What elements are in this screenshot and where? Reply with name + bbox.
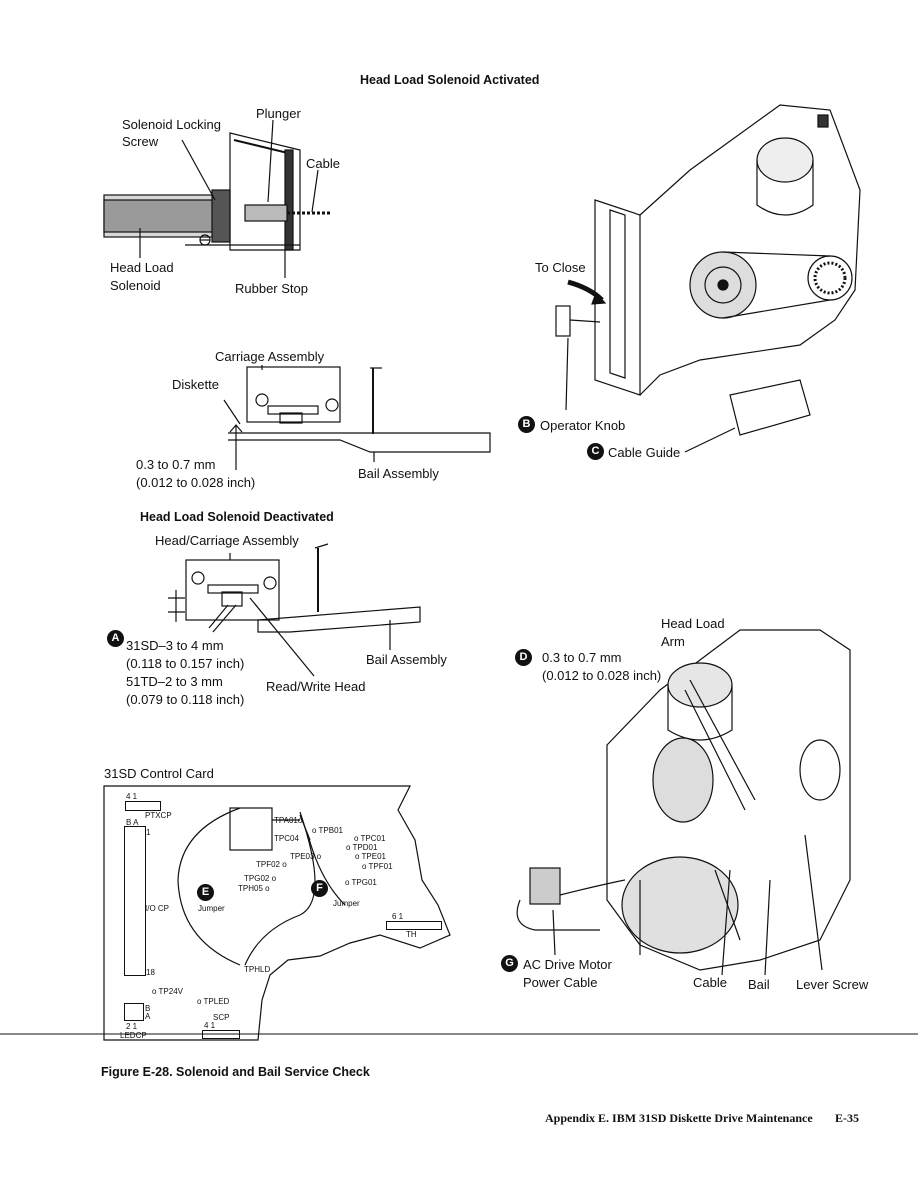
io-cp-connector	[124, 826, 146, 976]
label-bail: Bail	[748, 977, 770, 992]
spec-31sd: 31SD–3 to 4 mm	[126, 638, 224, 653]
page-number: E-35	[835, 1111, 859, 1125]
figure-caption: Figure E-28. Solenoid and Bail Service C…	[101, 1065, 370, 1079]
label-ptxcp: PTXCP	[145, 811, 172, 820]
page-title: Head Load Solenoid Activated	[360, 73, 540, 87]
th-pins: 6 1	[392, 912, 404, 921]
scp-connector	[202, 1030, 240, 1039]
ptxcp-pins: 4 1	[126, 792, 138, 801]
tp-e01: o TPE01	[355, 852, 386, 861]
callout-badge-c: C	[587, 443, 604, 460]
label-cable: Cable	[306, 156, 340, 171]
label-pins-21: 2 1	[126, 1022, 138, 1031]
label-solenoid-locking: Solenoid Locking	[122, 117, 222, 132]
tp-c04: TPC04	[274, 834, 299, 843]
drive-bottom-illustration	[516, 629, 851, 976]
ptxcp-connector	[125, 801, 161, 811]
tp-d01: o TPD01	[346, 843, 378, 852]
label-screw: Screw	[122, 134, 159, 149]
label-power-cable: Power Cable	[523, 975, 598, 990]
label-bail-assembly: Bail Assembly	[358, 466, 439, 481]
tp-f01: o TPF01	[362, 862, 393, 871]
label-gap-inch: (0.012 to 0.028 inch)	[136, 475, 256, 490]
footer-appendix: Appendix E. IBM 31SD Diskette Drive Main…	[545, 1111, 813, 1125]
callout-badge-a: A	[107, 630, 124, 647]
scp-pins: 4 1	[204, 1021, 216, 1030]
label-to-close: To Close	[535, 260, 586, 275]
label-gap-mm-d: 0.3 to 0.7 mm	[542, 650, 622, 665]
label-b: B	[145, 1004, 151, 1013]
control-card-illustration	[103, 785, 451, 1041]
label-ba: B A	[126, 818, 139, 827]
label-plunger: Plunger	[256, 106, 301, 121]
label-jumper-e: Jumper	[198, 904, 225, 913]
label-ledcp: LEDCP	[120, 1031, 147, 1040]
label-diskette: Diskette	[172, 377, 219, 392]
tp-a01: TPA01o	[274, 816, 303, 825]
label-head-load-arm: Head Load	[661, 616, 725, 631]
label-tp24v: o TP24V	[152, 987, 183, 996]
label-operator-knob: Operator Knob	[540, 418, 626, 433]
callout-badge-g: G	[501, 955, 518, 972]
drive-top-illustration	[555, 104, 861, 453]
deactivated-title: Head Load Solenoid Deactivated	[140, 510, 334, 524]
ledcp-connector	[124, 1003, 144, 1021]
label-bail-assembly-2: Bail Assembly	[366, 652, 447, 667]
label-gap-inch-d: (0.012 to 0.028 inch)	[542, 668, 662, 683]
callout-badge-b: B	[518, 416, 535, 433]
label-pin-18: 18	[146, 968, 155, 977]
control-card-title: 31SD Control Card	[104, 766, 214, 781]
activated-carriage-illustration	[223, 365, 491, 470]
label-cable-bottom: Cable	[693, 975, 727, 990]
spec-31sd-inch: (0.118 to 0.157 inch)	[126, 656, 245, 671]
label-rubber-stop: Rubber Stop	[235, 281, 308, 296]
label-read-write-head: Read/Write Head	[266, 679, 366, 694]
deactivated-carriage-illustration	[168, 543, 421, 677]
callout-badge-d: D	[515, 649, 532, 666]
label-lever-screw: Lever Screw	[796, 977, 869, 992]
label-jumper-f: Jumper	[333, 899, 360, 908]
label-head-load: Head Load	[110, 260, 174, 275]
label-cable-guide: Cable Guide	[608, 445, 681, 460]
tp-g02: TPG02 o	[244, 874, 277, 883]
th-connector	[386, 921, 442, 930]
tp-f02: TPF02 o	[256, 860, 287, 869]
label-tpled: o TPLED	[197, 997, 230, 1006]
label-scp: SCP	[213, 1013, 230, 1022]
callout-badge-e: E	[197, 884, 214, 901]
label-ac-drive-motor: AC Drive Motor	[523, 957, 612, 972]
label-solenoid: Solenoid	[110, 278, 161, 293]
spec-51td-inch: (0.079 to 0.118 inch)	[126, 692, 245, 707]
tp-h05: TPH05 o	[238, 884, 270, 893]
label-io-cp: I/O CP	[145, 904, 170, 913]
solenoid-illustration	[103, 119, 330, 278]
label-carriage-assembly: Carriage Assembly	[215, 349, 325, 364]
tp-hld: TPHLD	[244, 965, 271, 974]
label-pin-1: 1	[146, 828, 151, 837]
tp-g01: o TPG01	[345, 878, 377, 887]
label-head-carriage-assembly: Head/Carriage Assembly	[155, 533, 299, 548]
label-th: TH	[406, 930, 417, 939]
tp-b01: o TPB01	[312, 826, 343, 835]
label-gap-mm: 0.3 to 0.7 mm	[136, 457, 216, 472]
spec-51td: 51TD–2 to 3 mm	[126, 674, 223, 689]
label-arm: Arm	[661, 634, 685, 649]
tp-c01: o TPC01	[354, 834, 386, 843]
tp-e03: TPE03 o	[290, 852, 322, 861]
label-a: A	[145, 1012, 151, 1021]
callout-badge-f: F	[311, 880, 328, 897]
